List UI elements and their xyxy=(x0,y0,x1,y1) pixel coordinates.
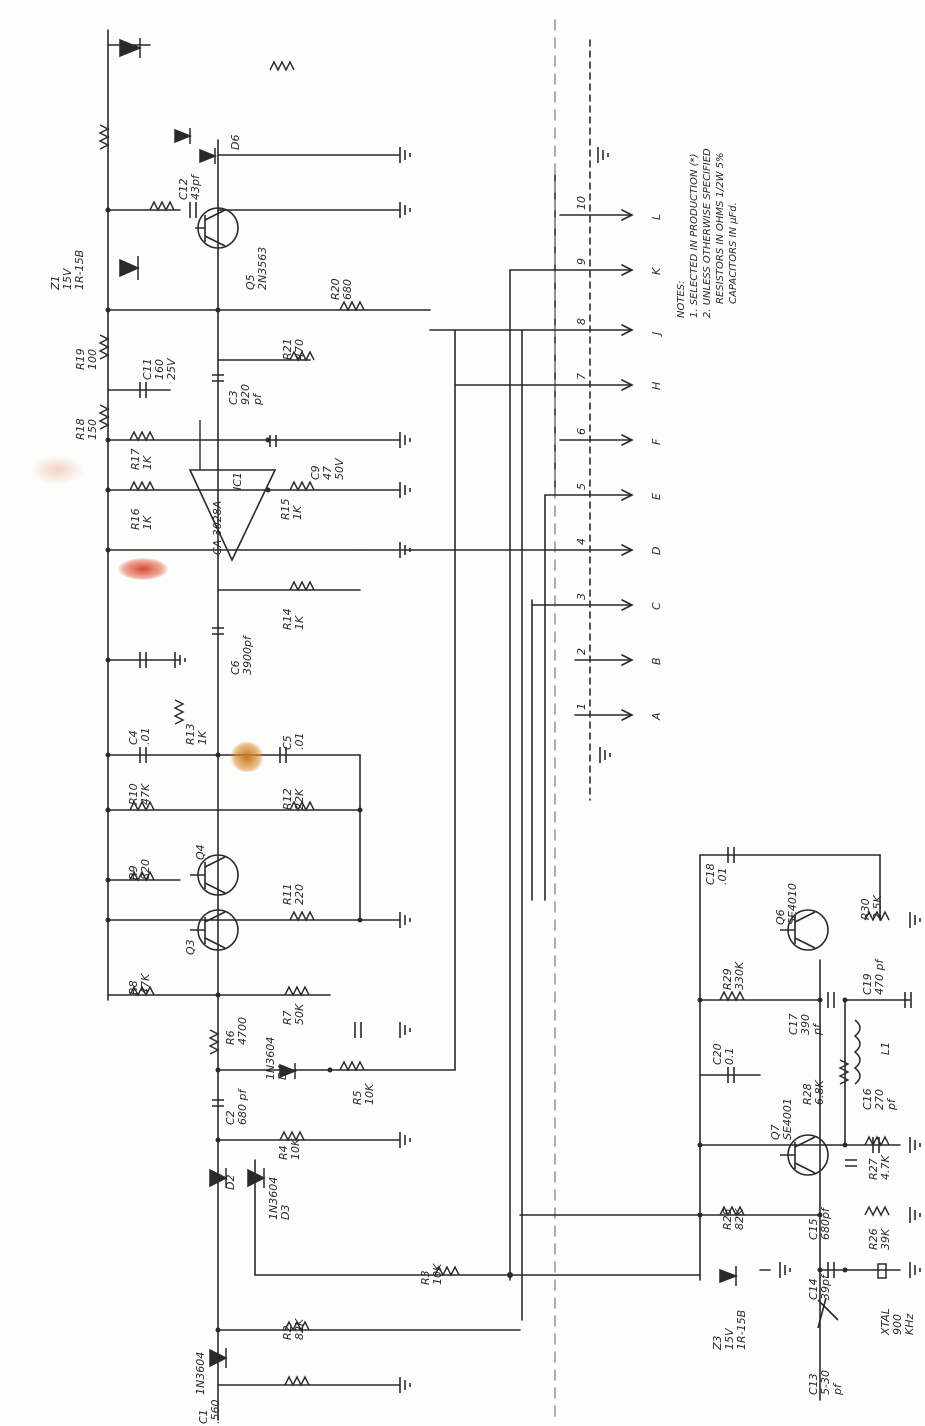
c15-label: C15 680pf xyxy=(807,1208,832,1240)
d6-label: D6 xyxy=(229,134,242,150)
c19-label: C19 470 pf xyxy=(861,959,886,995)
ic1-opamp-symbol xyxy=(188,469,277,562)
pin-number-6: 6 xyxy=(575,428,588,435)
pin-letter-B: B xyxy=(650,657,663,665)
pin-letter-H: H xyxy=(650,381,663,390)
transistors xyxy=(190,207,829,1176)
pin-letter-K: K xyxy=(650,267,663,275)
r21-label: R21 470 xyxy=(281,338,306,360)
r6-label: R6 4700 xyxy=(224,1017,249,1045)
r20-label: R20 680 xyxy=(329,278,354,300)
d2-label: D2 xyxy=(224,1174,237,1190)
pin-number-5: 5 xyxy=(575,483,588,490)
r30-label: R30 2.5K xyxy=(859,895,884,920)
pin-letter-E: E xyxy=(650,493,663,500)
c3-label: C3 920 pf xyxy=(227,384,264,405)
r28-label: R28 6.8K xyxy=(801,1080,826,1105)
pin-number-2: 2 xyxy=(575,648,588,655)
q5-label: Q5 2N3563 xyxy=(244,246,269,290)
r25-label: R25 82K xyxy=(721,1208,746,1230)
pin-number-10: 10 xyxy=(575,196,588,210)
pin-letter-L: L xyxy=(650,213,663,220)
pin-letter-D: D xyxy=(650,546,663,555)
pin-letter-J: J xyxy=(650,331,663,335)
l1-inductor xyxy=(853,1019,861,1085)
notes-line-4: CAPACITORS IN μFd. xyxy=(728,202,739,304)
q3-label: Q3 xyxy=(184,939,197,955)
xtal-label: XTAL 900 KHz xyxy=(879,1308,916,1335)
r4-label: R4 10K xyxy=(277,1138,302,1160)
r7-label: R7 50K xyxy=(281,1003,306,1025)
pin-number-4: 4 xyxy=(575,538,588,545)
r18-label: R18 150 xyxy=(74,418,99,440)
faint-stain xyxy=(30,455,85,485)
c16-label: C16 270 pf xyxy=(861,1088,898,1110)
c11-label: C11 160 25V xyxy=(141,358,178,380)
d4-label: 1N3604 D4 xyxy=(264,1036,289,1080)
ic1-type-label: CA 3028A xyxy=(211,500,224,555)
r12-label: R12 22K xyxy=(281,788,306,810)
pin-letter-A: A xyxy=(650,712,663,720)
c5-label: C5 .01 xyxy=(281,732,306,751)
q6-label: Q6 SE4010 xyxy=(774,883,799,925)
r8-label: R8 47K xyxy=(127,973,152,995)
diodes xyxy=(119,38,739,1368)
c12-label: C12 43pf xyxy=(177,175,202,200)
r29-label: R29 330K xyxy=(721,961,746,990)
orange-stain xyxy=(230,742,264,772)
l1-label: L1 xyxy=(879,1041,892,1055)
pin-number-3: 3 xyxy=(575,593,588,600)
capacitors xyxy=(139,202,912,1329)
resistors xyxy=(98,60,890,1387)
pin-letter-C: C xyxy=(650,602,663,610)
c4-label: C4 .01 xyxy=(127,727,152,746)
red-stain xyxy=(118,558,168,580)
r3-label: R3 10K xyxy=(419,1263,444,1285)
c17-label: C17 390 pf xyxy=(787,1013,824,1035)
c14-label: C14 39pf xyxy=(807,1275,832,1300)
z3-label: Z3 15V 1R-15B xyxy=(711,1309,748,1350)
r17-label: R17 1K xyxy=(129,448,154,470)
c20-label: C20 0.1 xyxy=(711,1043,736,1065)
r14-label: R14 1K xyxy=(281,608,306,630)
r26-label: R26 39K xyxy=(867,1228,892,1250)
r11-label: R11 220 xyxy=(281,883,306,905)
notes-title: NOTES: xyxy=(676,280,687,319)
ic1-label: IC1 xyxy=(231,472,244,490)
notes-block: NOTES: 1. SELECTED IN PRODUCTION (*) 2. … xyxy=(675,88,740,318)
xtal-symbol xyxy=(877,1263,887,1279)
pin-number-9: 9 xyxy=(575,258,588,265)
pin-number-1: 1 xyxy=(575,703,588,710)
notes-line-1: 1. SELECTED IN PRODUCTION (*) xyxy=(689,153,700,318)
r13-label: R13 1K xyxy=(184,723,209,745)
pin-number-7: 7 xyxy=(575,373,588,380)
c13-label: C13 5-30 pf xyxy=(807,1370,844,1395)
pin-number-8: 8 xyxy=(575,318,588,325)
ground-symbols xyxy=(174,147,921,1393)
r2-label: R2 82K xyxy=(281,1318,306,1340)
c2-label: C2 680 pf xyxy=(224,1089,249,1125)
c18-label: C18 .01 xyxy=(704,863,729,885)
q7-label: Q7 SE4001 xyxy=(769,1098,794,1140)
notes-line-3: RESISTORS IN OHMS 1/2W 5% xyxy=(715,152,726,304)
d1-label: 1N3604 xyxy=(194,1351,207,1395)
r5-label: R5 10K xyxy=(351,1083,376,1105)
r10-label: R10 47K xyxy=(127,783,152,805)
pin-letter-F: F xyxy=(650,438,663,445)
junction-dots xyxy=(105,207,848,1333)
c9-label: C9 47 50V xyxy=(309,458,346,480)
r15-label: R15 1K xyxy=(279,498,304,520)
c6-label: C6 3900pf xyxy=(229,636,254,675)
r16-label: R16 1K xyxy=(129,508,154,530)
r9-label: R9 820 xyxy=(127,859,152,880)
notes-line-2: 2. UNLESS OTHERWISE SPECIFIED xyxy=(702,148,713,318)
z1-label: Z1 15V 1R-15B xyxy=(49,249,86,290)
q4-label: Q4 xyxy=(194,844,207,860)
d3-label: 1N3604 D3 xyxy=(267,1176,292,1220)
c1-label: C1 .560 xyxy=(197,1399,222,1425)
r27-label: R27 4.7K xyxy=(867,1155,892,1180)
r19-label: R19 100 xyxy=(74,348,99,370)
